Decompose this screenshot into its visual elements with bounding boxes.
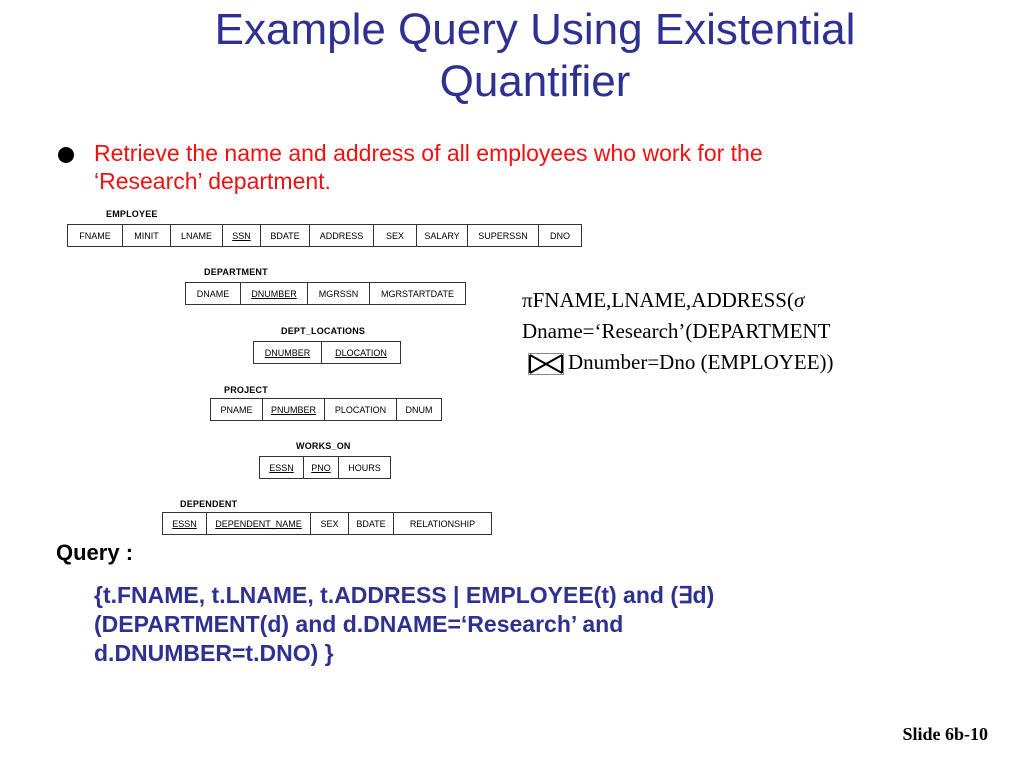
algebra-join-condition: Dnumber=Dno (EMPLOYEE)) <box>568 350 834 374</box>
attr-dep-sex: SEX <box>311 513 349 534</box>
attr-wo-essn-key: ESSN <box>260 457 304 478</box>
attr-lname: LNAME <box>171 225 223 246</box>
relation-name-works-on: WORKS_ON <box>296 441 351 451</box>
query-expression: {t.FNAME, t.LNAME, t.ADDRESS | EMPLOYEE(… <box>94 581 924 668</box>
attr-dname: DNAME <box>186 283 241 304</box>
query-line-2: (DEPARTMENT(d) and d.DNAME=‘Research’ an… <box>94 611 624 637</box>
slide-title-line-1: Example Query Using Existential <box>214 5 856 54</box>
attr-dl-dnumber-key: DNUMBER <box>254 342 322 363</box>
slide-number: Slide 6b-10 <box>902 724 988 744</box>
sigma-symbol: σ <box>793 288 805 312</box>
relation-works-on: ESSN PNO HOURS <box>259 456 391 479</box>
attr-wo-essn: ESSN <box>269 462 294 473</box>
attr-ssn: SSN <box>232 230 251 241</box>
relation-name-project: PROJECT <box>224 385 268 395</box>
attr-pnumber-key: PNUMBER <box>263 399 325 420</box>
attr-ssn-key: SSN <box>223 225 261 246</box>
algebra-line-1: πFNAME,LNAME,ADDRESS(σ <box>522 285 942 316</box>
relational-algebra-expression: πFNAME,LNAME,ADDRESS(σ Dname=‘Research’(… <box>522 285 942 378</box>
algebra-projection: FNAME,LNAME,ADDRESS( <box>532 288 794 312</box>
query-line-1: {t.FNAME, t.LNAME, t.ADDRESS | EMPLOYEE(… <box>94 582 715 608</box>
attr-dep-bdate: BDATE <box>349 513 394 534</box>
attr-pname: PNAME <box>211 399 263 420</box>
attr-plocation: PLOCATION <box>325 399 397 420</box>
attr-mgrstartdate: MGRSTARTDATE <box>380 288 454 299</box>
attr-salary: SALARY <box>417 225 468 246</box>
attr-dlocation-key: DLOCATION <box>322 342 400 363</box>
bullet-text-line-2: ‘Research’ department. <box>94 168 331 194</box>
attr-dependent-name: DEPENDENT_NAME <box>215 518 302 529</box>
relation-project: PNAME PNUMBER PLOCATION DNUM <box>210 398 442 421</box>
bullet-icon <box>58 147 74 163</box>
attr-dnumber-key: DNUMBER <box>241 283 308 304</box>
attr-dnumber: DNUMBER <box>251 288 297 299</box>
attr-relationship: RELATIONSHIP <box>409 518 476 529</box>
attr-pno: PNO <box>311 462 331 473</box>
slide-title-line-2: Quantifier <box>439 57 631 106</box>
query-line-3: d.DNUMBER=t.DNO) } <box>94 640 334 666</box>
attr-hours: HOURS <box>348 462 381 473</box>
attr-dep-essn-key: ESSN <box>163 513 207 534</box>
relation-dept-locations: DNUMBER DLOCATION <box>253 341 401 364</box>
attr-dependent-name-key: DEPENDENT_NAME <box>207 513 311 534</box>
attr-mgrssn: MGRSSN <box>308 283 370 304</box>
bullet-text-line-1: Retrieve the name and address of all emp… <box>94 140 763 166</box>
relation-name-dependent: DEPENDENT <box>180 499 238 509</box>
attr-pno-key: PNO <box>304 457 339 478</box>
algebra-line-2: Dname=‘Research’(DEPARTMENT <box>522 319 831 343</box>
relation-name-employee: EMPLOYEE <box>106 209 158 219</box>
attr-dno: DNO <box>550 230 570 241</box>
relation-dependent: ESSN DEPENDENT_NAME SEX BDATE RELATIONSH… <box>162 512 492 535</box>
natural-join-icon <box>528 353 564 376</box>
attr-bdate: BDATE <box>261 225 310 246</box>
relation-department: DNAME DNUMBER MGRSSN MGRSTARTDATE <box>185 282 466 305</box>
attr-minit: MINIT <box>123 225 171 246</box>
attr-dl-dnumber: DNUMBER <box>264 347 311 358</box>
relation-employee: FNAME MINIT LNAME SSN BDATE ADDRESS SEX … <box>67 224 582 247</box>
attr-superssn: SUPERSSN <box>468 225 539 246</box>
attr-dep-essn: ESSN <box>172 518 197 529</box>
algebra-line-3: Dnumber=Dno (EMPLOYEE)) <box>522 347 942 378</box>
query-label: Query : <box>56 540 134 565</box>
attr-sex: SEX <box>374 225 417 246</box>
attr-dlocation: DLOCATION <box>335 347 387 358</box>
relation-name-department: DEPARTMENT <box>204 267 268 277</box>
attr-address: ADDRESS <box>310 225 374 246</box>
slide-title: Example Query Using Existential Quantifi… <box>100 4 970 108</box>
relation-name-dept-locations: DEPT_LOCATIONS <box>281 326 366 336</box>
pi-symbol: π <box>522 288 533 312</box>
bullet-text: Retrieve the name and address of all emp… <box>94 139 944 195</box>
attr-dnum: DNUM <box>405 404 433 415</box>
attr-fname: FNAME <box>68 225 123 246</box>
attr-pnumber: PNUMBER <box>270 404 316 415</box>
